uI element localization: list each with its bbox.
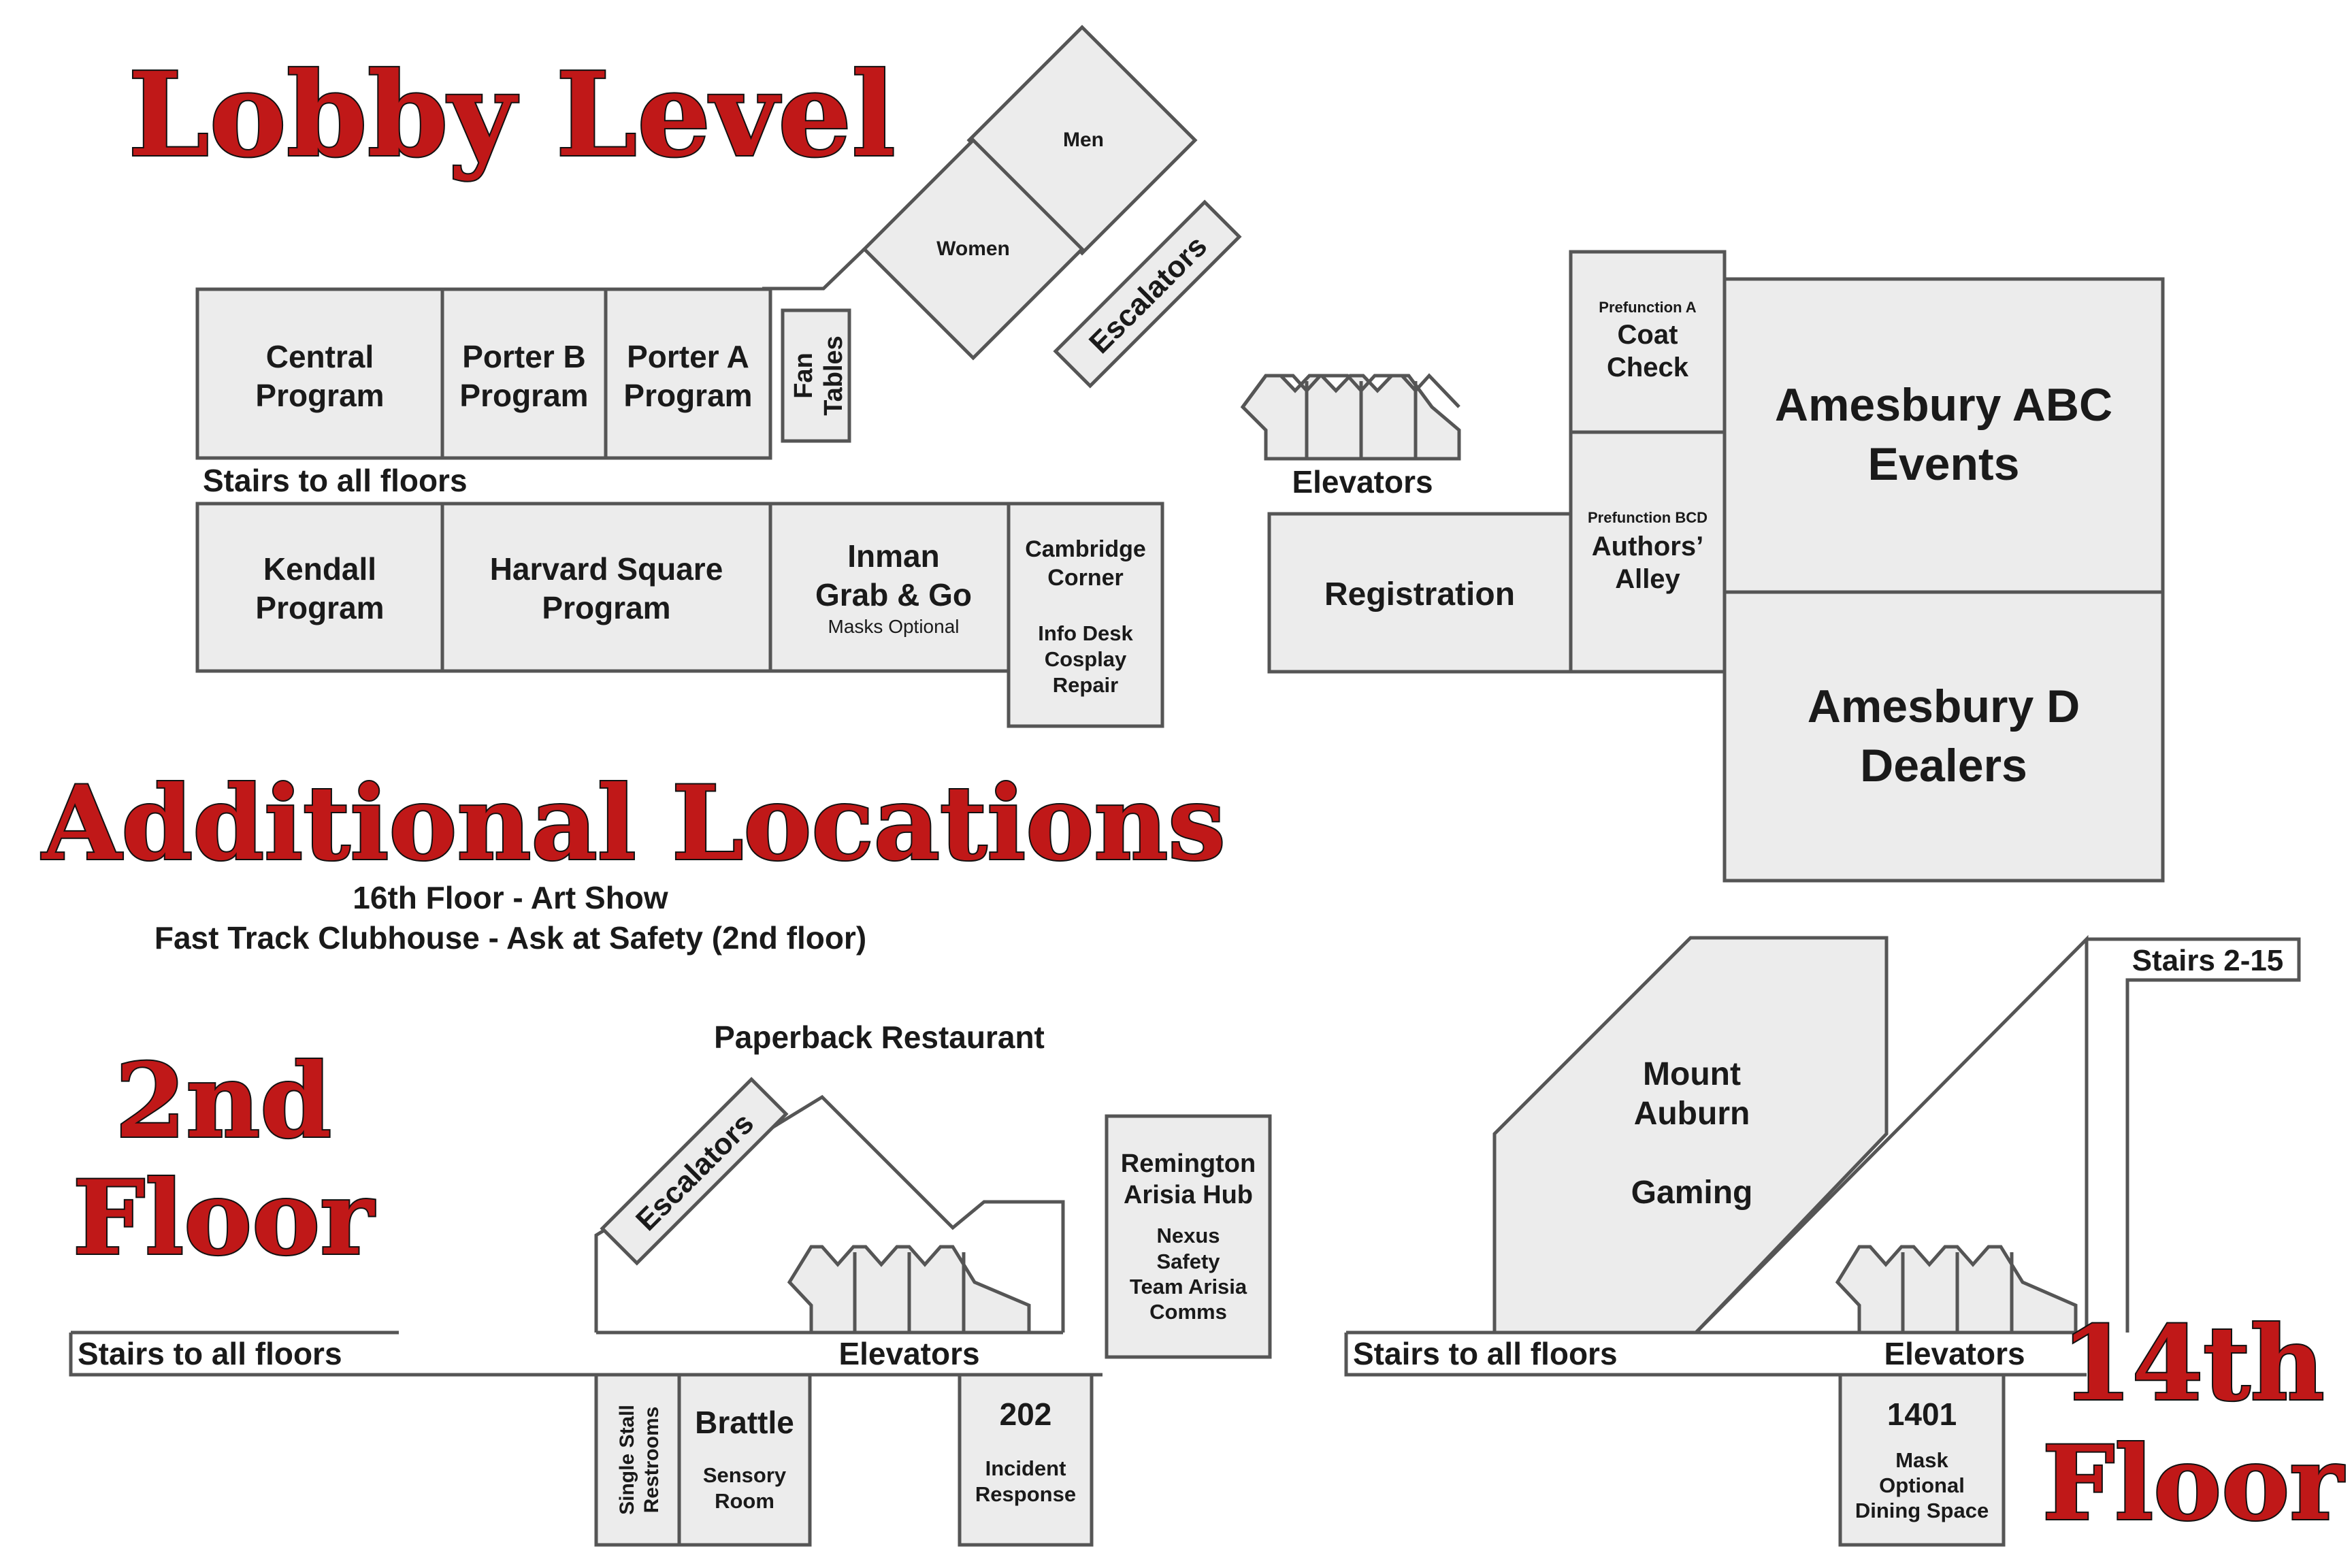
registration-label: Registration (1324, 576, 1515, 612)
art-show-line: 16th Floor - Art Show (353, 880, 668, 915)
brattle-sensory-room: Brattle Sensory Room (677, 1373, 812, 1547)
mount-auburn-gaming: Mount Auburn Gaming (1492, 936, 1889, 1335)
response-label: Response (975, 1482, 1076, 1506)
amesbury-abc-events: Amesbury ABC Events (1722, 277, 2165, 594)
second-escalators-label: Escalators (630, 1107, 760, 1237)
inman-label-1: Inman (847, 538, 939, 574)
optional-label: Optional (1879, 1473, 1965, 1497)
mask-label: Mask (1895, 1448, 1948, 1472)
comms-label: Comms (1149, 1300, 1227, 1324)
mount-auburn-label-1: Mount (1643, 1056, 1741, 1092)
remington-label-2: Arisia Hub (1124, 1181, 1253, 1209)
fan-tables-label-2: Tables (819, 336, 848, 416)
second-floor-title-1: 2nd (115, 1041, 331, 1161)
fast-track-line: Fast Track Clubhouse - Ask at Safety (2n… (154, 920, 866, 956)
amesbury-d-label-2: Dealers (1860, 740, 2027, 791)
room-202-label: 202 (1000, 1396, 1052, 1432)
central-program-room: Central Program (195, 287, 444, 460)
women-restroom: Women (862, 137, 1085, 361)
porter-a-label-1: Porter A (627, 339, 749, 374)
safety-label: Safety (1156, 1250, 1220, 1273)
gaming-label: Gaming (1631, 1175, 1753, 1211)
lobby-elevators-label: Elevators (1292, 464, 1433, 500)
room-202-incident-response: 202 Incident Response (958, 1373, 1094, 1547)
team-arisia-label: Team Arisia (1130, 1275, 1247, 1298)
lobby-escalators-label: Escalators (1083, 229, 1213, 360)
paperback-restaurant-label: Paperback Restaurant (714, 1019, 1045, 1055)
authors-alley-label-2: Alley (1615, 564, 1680, 594)
porter-a-label-2: Program (623, 378, 752, 413)
lobby-elevators: Elevators (1240, 373, 1461, 500)
remington-label-1: Remington (1121, 1149, 1256, 1178)
authors-alley-label-1: Authors’ (1592, 532, 1703, 561)
room-label: Room (715, 1489, 774, 1513)
additional-locations-title: Additional Locations (41, 764, 1226, 883)
amesbury-abc-label-2: Events (1868, 438, 2020, 490)
mount-auburn-label-2: Auburn (1634, 1096, 1750, 1132)
remington-arisia-hub: Remington Arisia Hub Nexus Safety Team A… (1105, 1114, 1272, 1359)
harvard-square-room: Harvard Square Program (440, 502, 772, 673)
porter-a-room: Porter A Program (604, 287, 772, 460)
fan-tables: Fan Tables (781, 308, 851, 443)
porter-b-room: Porter B Program (440, 287, 608, 460)
second-floor-elevators: Elevators (787, 1245, 1031, 1371)
inman-masks-note: Masks Optional (828, 616, 960, 637)
fan-tables-label-1: Fan (789, 353, 818, 399)
amesbury-abc-label-1: Amesbury ABC (1775, 379, 2112, 431)
single-stall-restrooms: Single Stall Restrooms (594, 1373, 681, 1547)
second-elevators-label: Elevators (838, 1336, 979, 1371)
inman-grab-and-go: Inman Grab & Go Masks Optional (768, 502, 1011, 673)
sensory-label: Sensory (703, 1463, 787, 1487)
registration: Registration (1267, 512, 1573, 674)
repair-label: Repair (1053, 673, 1118, 697)
brattle-label: Brattle (695, 1405, 794, 1440)
room-1401-dining: 1401 Mask Optional Dining Space (1838, 1373, 2006, 1547)
central-program-label-2: Program (255, 378, 384, 413)
restrooms-label-1: Single Stall (616, 1405, 638, 1515)
restrooms-label-2: Restrooms (640, 1407, 663, 1514)
room-1401-label: 1401 (1887, 1396, 1957, 1432)
coat-check-label-2: Check (1607, 353, 1689, 382)
fourteenth-floor-elevators: Elevators (1835, 1245, 2078, 1371)
authors-alley: Prefunction BCD Authors’ Alley (1569, 430, 1727, 674)
fourteenth-stairs-label: Stairs to all floors (1353, 1336, 1618, 1371)
inman-label-2: Grab & Go (815, 577, 972, 612)
lobby-stairs-label: Stairs to all floors (203, 463, 468, 498)
harvard-label-1: Harvard Square (490, 551, 723, 587)
nexus-label: Nexus (1156, 1224, 1220, 1247)
kendall-label-1: Kendall (263, 551, 376, 587)
stairs-2-15-label: Stairs 2-15 (2132, 944, 2284, 977)
kendall-program-room: Kendall Program (195, 502, 444, 673)
harvard-label-2: Program (542, 590, 670, 625)
kendall-label-2: Program (255, 590, 384, 625)
incident-label: Incident (985, 1456, 1066, 1480)
coat-check-label-1: Coat (1618, 320, 1678, 350)
women-label: Women (936, 238, 1010, 260)
fourteenth-floor-title-2: Floor (2042, 1424, 2345, 1544)
second-floor-title-2: Floor (73, 1158, 376, 1278)
prefunction-bcd-label: Prefunction BCD (1588, 509, 1708, 526)
coat-check: Prefunction A Coat Check (1569, 250, 1727, 434)
central-program-label-1: Central (266, 339, 374, 374)
cambridge-label-2: Corner (1047, 565, 1123, 591)
fourteenth-elevators-label: Elevators (1884, 1336, 2025, 1371)
second-floor-escalators: Escalators (600, 1077, 789, 1266)
amesbury-d-label-1: Amesbury D (1808, 681, 2080, 732)
second-stairs-label: Stairs to all floors (78, 1336, 342, 1371)
prefunction-a-label: Prefunction A (1599, 299, 1697, 316)
lobby-level-title: Lobby Level (128, 47, 896, 183)
dining-space-label: Dining Space (1855, 1499, 1989, 1522)
men-label: Men (1063, 129, 1104, 151)
porter-b-label-2: Program (459, 378, 588, 413)
cosplay-label: Cosplay (1045, 647, 1127, 671)
porter-b-label-1: Porter B (462, 339, 585, 374)
amesbury-d-dealers: Amesbury D Dealers (1722, 590, 2165, 883)
cambridge-corner: Cambridge Corner Info Desk Cosplay Repai… (1007, 502, 1164, 728)
info-desk-label: Info Desk (1038, 621, 1133, 645)
cambridge-label-1: Cambridge (1025, 536, 1146, 562)
fourteenth-floor-title-1: 14th (2061, 1304, 2324, 1424)
